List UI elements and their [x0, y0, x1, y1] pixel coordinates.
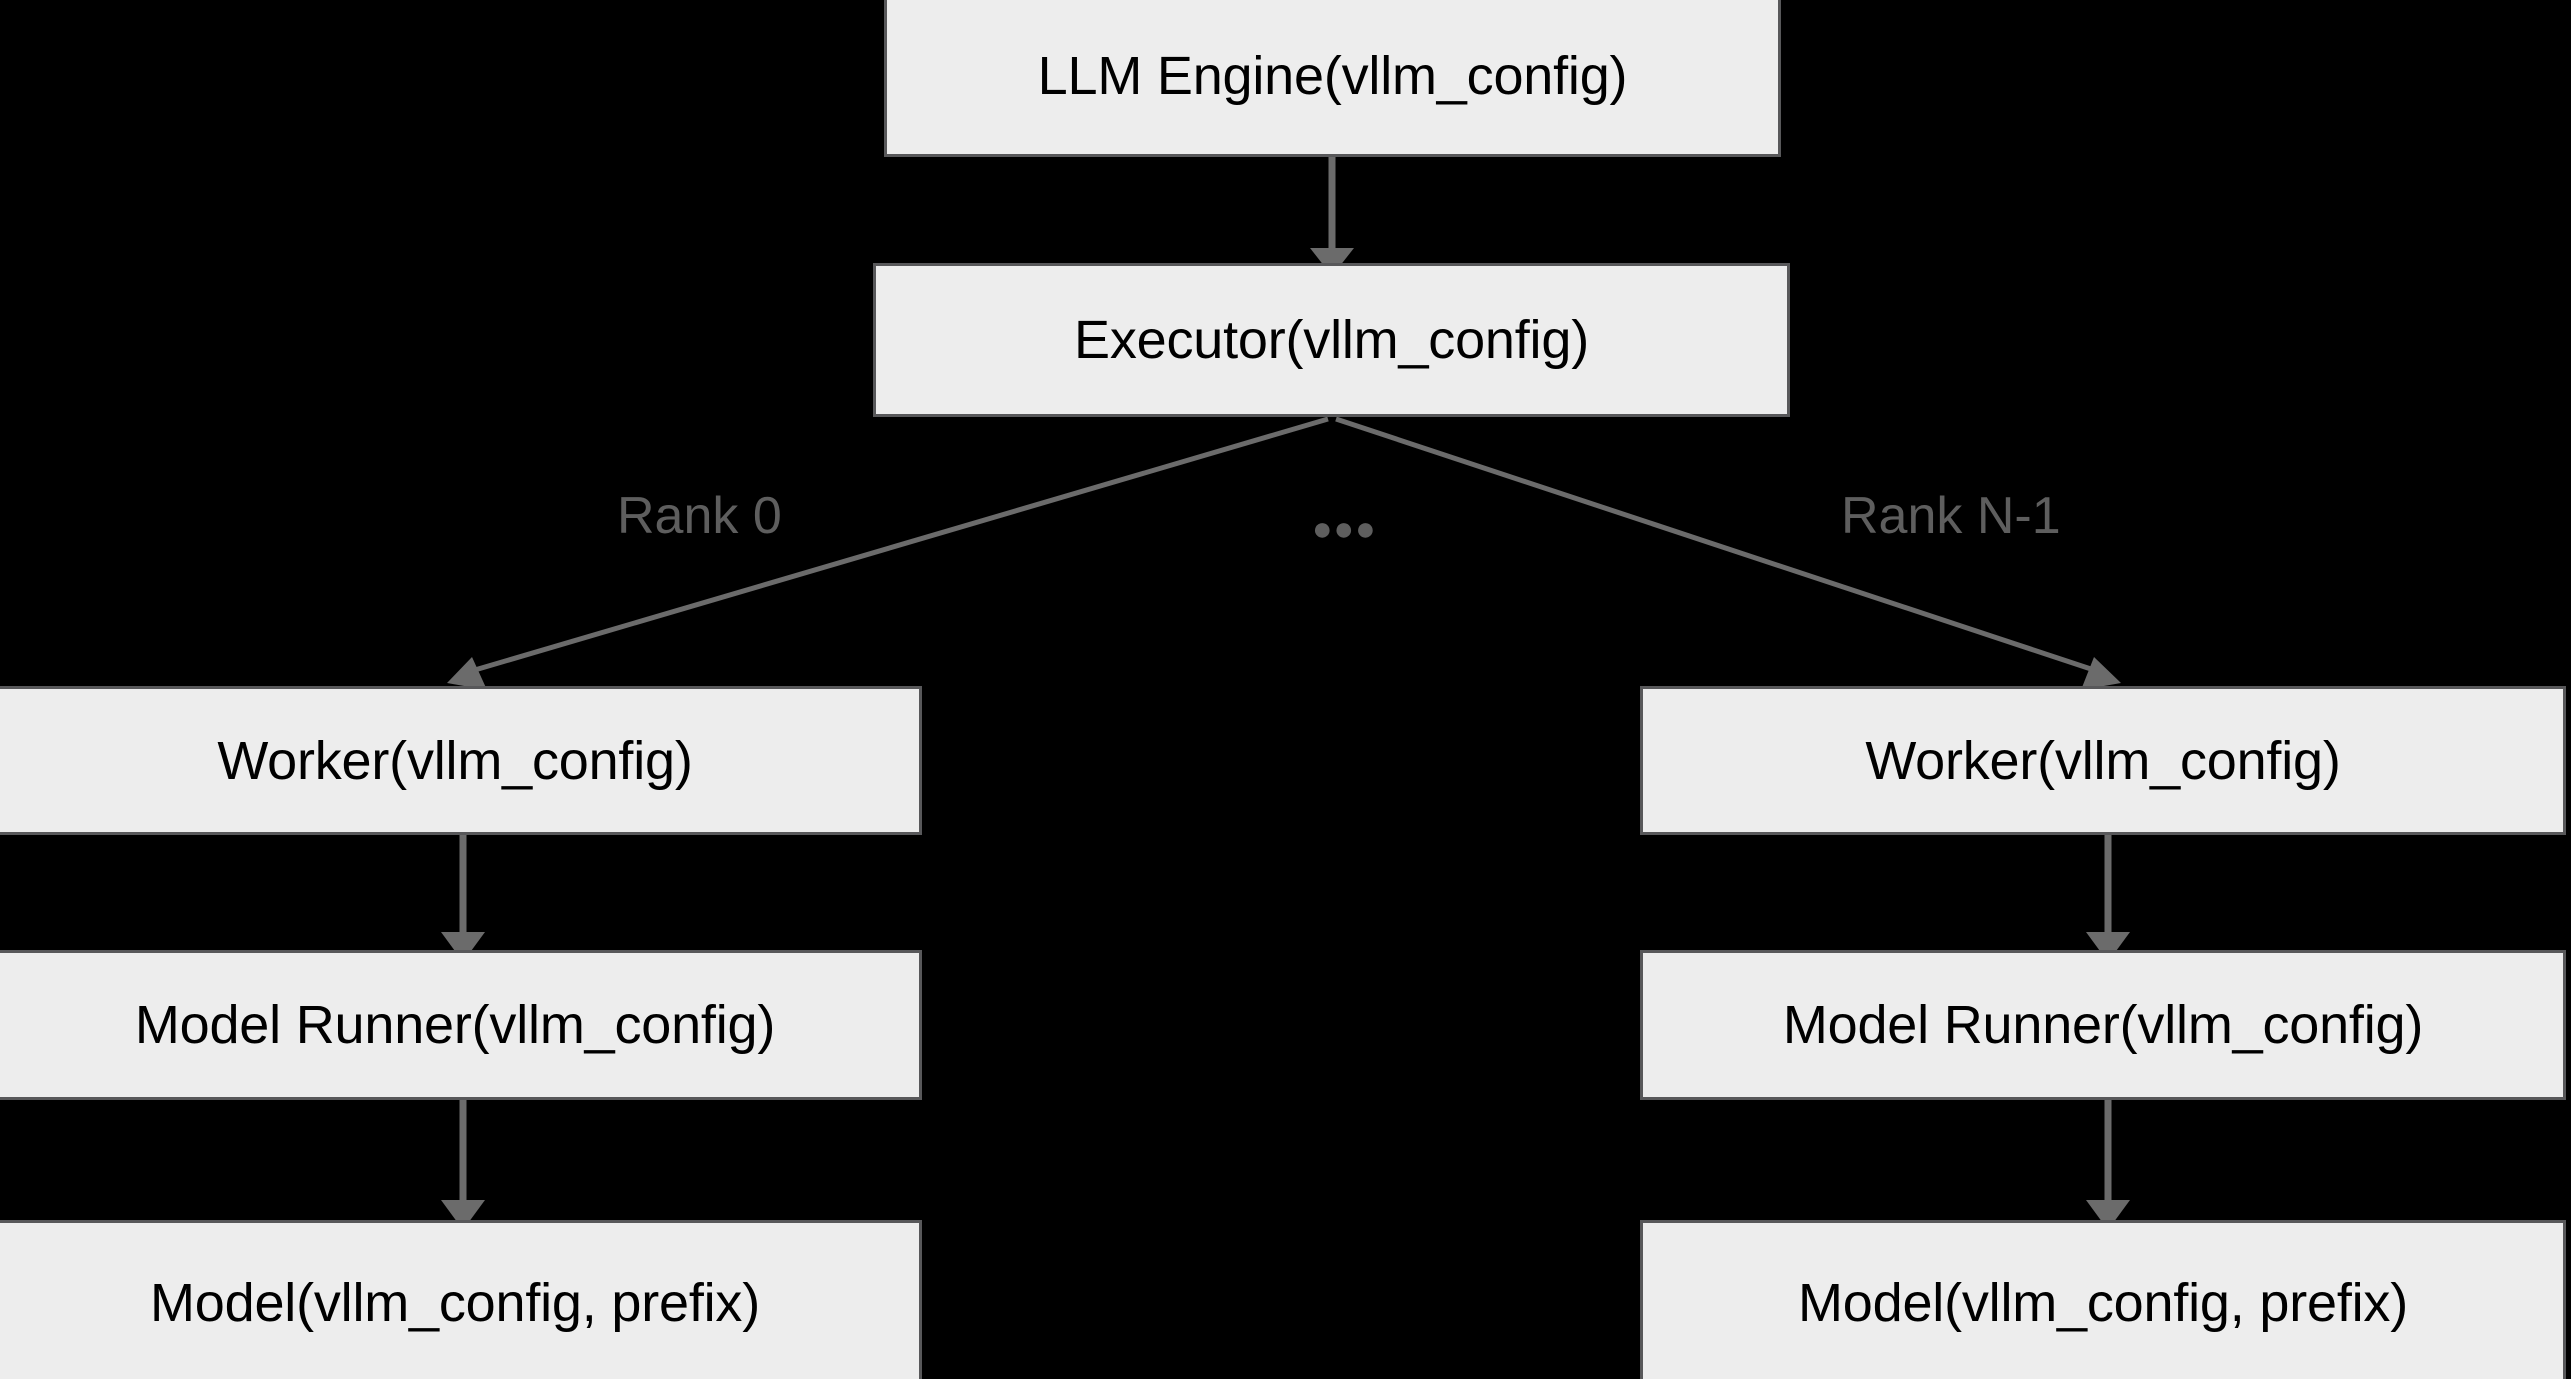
node-model-rankn-label: Model(vllm_config, prefix) [1798, 1272, 2408, 1333]
edge-model-runner-to-model-rank0 [441, 1100, 485, 1230]
node-model-runner-rankn-label: Model Runner(vllm_config) [1782, 995, 2424, 1055]
node-worker-rankn[interactable]: Worker(vllm_config) [1640, 686, 2566, 835]
edge-llm-engine-to-executor [1310, 157, 1354, 276]
node-worker-rank0[interactable]: Worker(vllm_config) [0, 686, 922, 835]
node-model-rank0-label: Model(vllm_config, prefix) [150, 1272, 760, 1333]
edge-executor-to-worker-rank0 [447, 416, 1329, 690]
node-model-runner-rank0-label: Model Runner(vllm_config) [134, 995, 776, 1055]
edge-label-rank0: Rank 0 [617, 487, 782, 545]
node-model-rank0[interactable]: Model(vllm_config, prefix) [0, 1220, 922, 1379]
node-llm-engine-label: LLM Engine(vllm_config) [1037, 45, 1628, 106]
node-llm-engine[interactable]: LLM Engine(vllm_config) [884, 0, 1781, 157]
node-model-rankn[interactable]: Model(vllm_config, prefix) [1640, 1220, 2566, 1379]
edge-model-runner-to-model-rankn [2086, 1100, 2130, 1230]
edge-worker-to-model-runner-rankn [2086, 835, 2130, 962]
node-worker-rankn-label: Worker(vllm_config) [1865, 730, 2341, 791]
edge-executor-to-worker-rankn [1335, 416, 2121, 690]
edge-worker-to-model-runner-rank0 [441, 835, 485, 962]
node-executor-label: Executor(vllm_config) [1074, 310, 1589, 370]
node-executor[interactable]: Executor(vllm_config) [873, 263, 1790, 417]
node-worker-rank0-label: Worker(vllm_config) [217, 730, 693, 791]
edge-label-ellipsis: ●●● [1312, 510, 1377, 548]
node-model-runner-rankn[interactable]: Model Runner(vllm_config) [1640, 950, 2566, 1100]
edge-label-rankn: Rank N-1 [1841, 487, 2061, 545]
node-model-runner-rank0[interactable]: Model Runner(vllm_config) [0, 950, 922, 1100]
